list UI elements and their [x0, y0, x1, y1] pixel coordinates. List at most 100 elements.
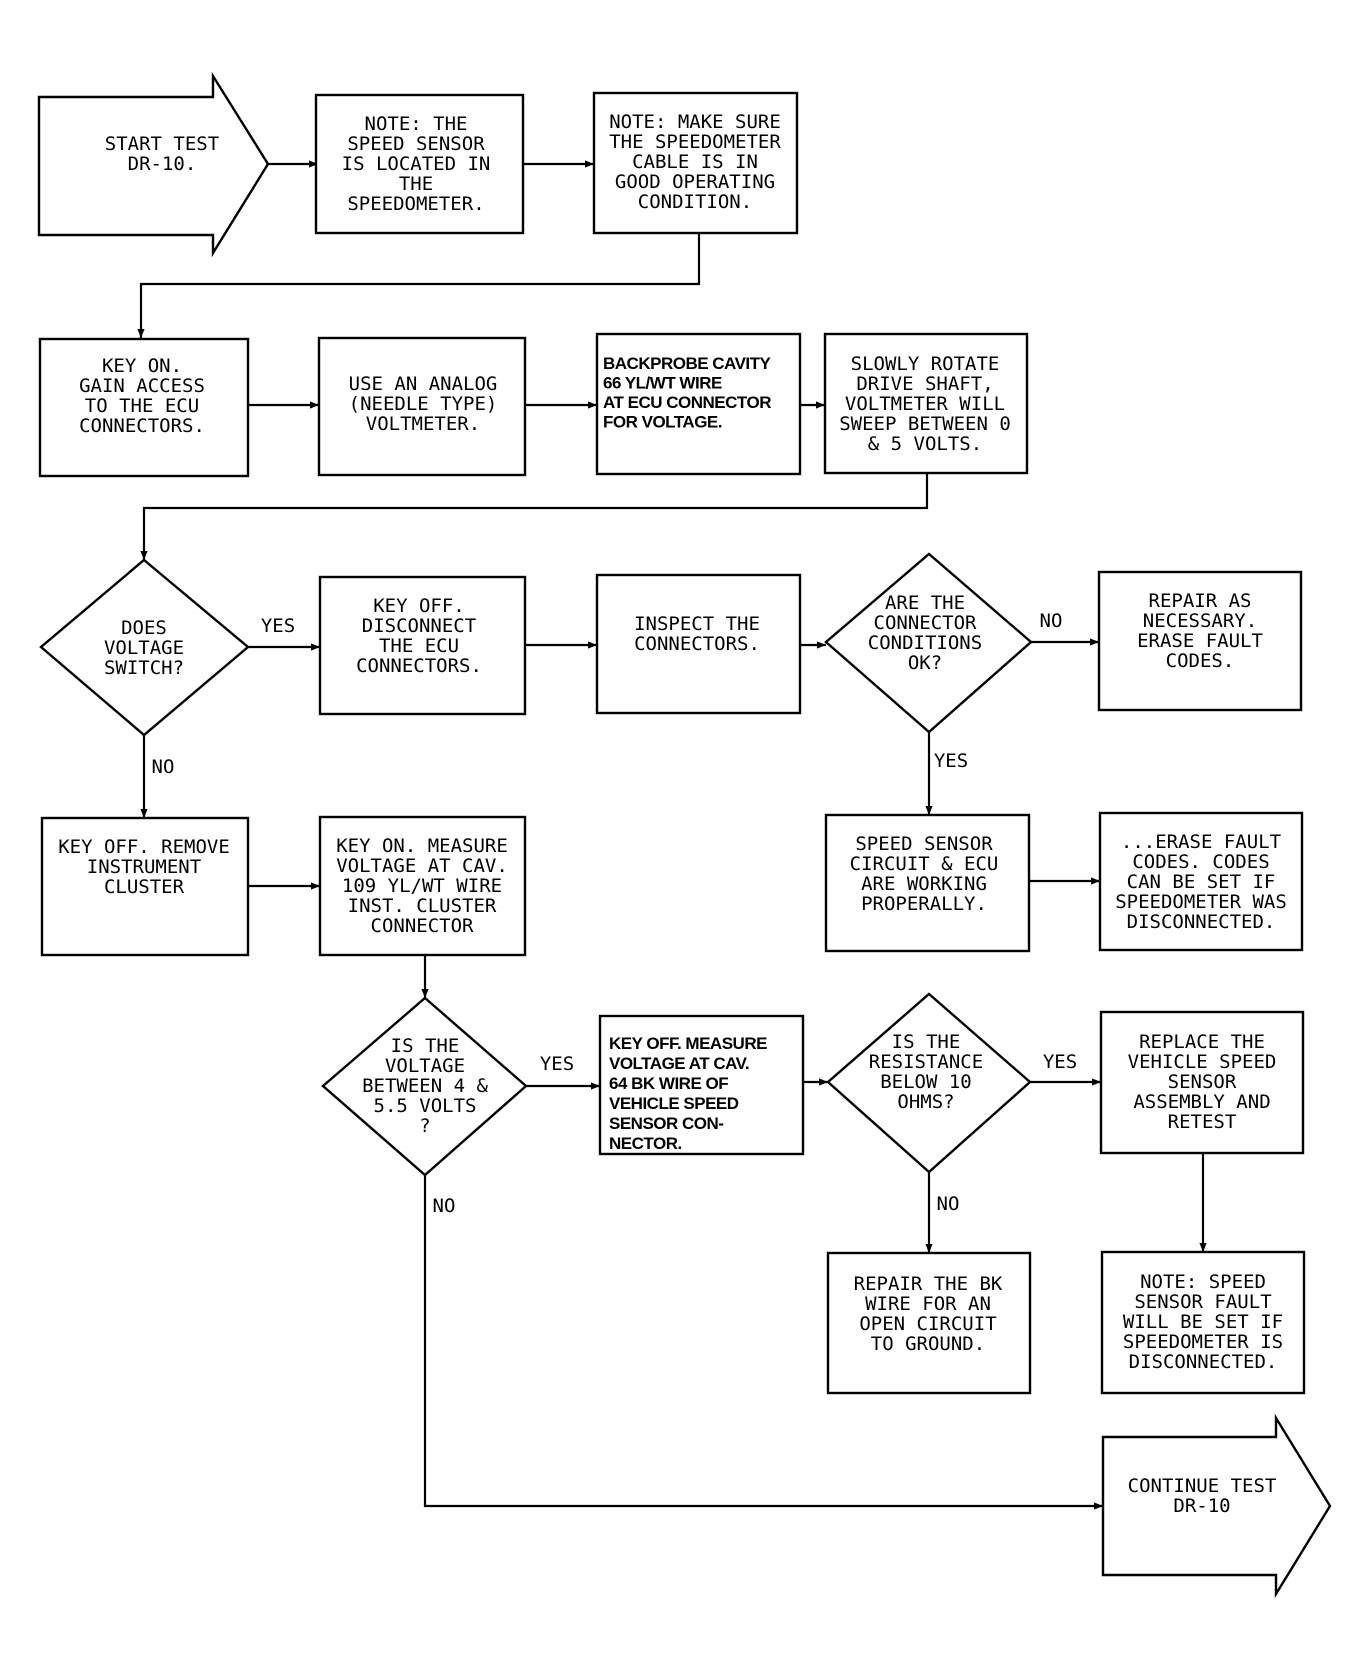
- node-line: BACKPROBE CAVITY: [603, 354, 772, 373]
- node-text-n4: USE AN ANALOG(NEEDLE TYPE)VOLTMETER.: [349, 373, 498, 435]
- node-line: IS THE: [892, 1031, 961, 1053]
- node-line: WILL BE SET IF: [1123, 1311, 1283, 1333]
- node-line: ERASE FAULT: [1137, 630, 1263, 652]
- node-line: VOLTAGE: [104, 637, 184, 659]
- node-line: OHMS?: [897, 1091, 954, 1113]
- node-line: AT ECU CONNECTOR: [603, 393, 771, 412]
- node-line: 64 BK WIRE OF: [609, 1074, 728, 1093]
- node-line: ARE WORKING: [861, 873, 987, 895]
- node-line: VOLTAGE AT CAV.: [336, 855, 508, 877]
- node-line: CIRCUIT & ECU: [850, 853, 999, 875]
- connector-lines: [137, 160, 1207, 1510]
- step-backprobe-cavity-66: [595, 332, 802, 476]
- node-line: NECESSARY.: [1143, 610, 1257, 632]
- edge-d3-end: [423, 1175, 1103, 1510]
- node-line: CONDITION.: [638, 191, 752, 213]
- node-line: ARE THE: [885, 592, 965, 614]
- node-line: DISCONNECTED.: [1127, 911, 1276, 933]
- node-line: CLUSTER: [104, 876, 185, 898]
- step-key-off-measure-cav-64: [598, 1014, 805, 1156]
- node-line: REPLACE THE: [1139, 1031, 1265, 1053]
- node-line: USE AN ANALOG: [349, 373, 498, 395]
- node-line: CAN BE SET IF: [1127, 871, 1276, 893]
- node-line: SWITCH?: [104, 657, 184, 679]
- node-line: WIRE FOR AN: [865, 1293, 991, 1315]
- node-line: VEHICLE SPEED: [609, 1094, 739, 1113]
- node-line: KEY OFF. REMOVE: [58, 836, 230, 858]
- node-line: BETWEEN 4 &: [362, 1075, 488, 1097]
- node-line: NOTE: MAKE SURE: [609, 111, 781, 133]
- node-line: NOTE: SPEED: [1140, 1271, 1266, 1293]
- node-line: DR-10.: [128, 153, 197, 175]
- step-replace-vehicle-speed-sensor: [1099, 1010, 1305, 1155]
- decision-voltage-switch: [39, 558, 250, 737]
- decision-resistance-below-10-ohms: [826, 992, 1032, 1174]
- decision-connector-conditions-ok: [824, 552, 1033, 734]
- start-arrow: [37, 71, 270, 258]
- step-note-speed-sensor-fault: [1100, 1250, 1306, 1395]
- node-line: THE SPEEDOMETER: [609, 131, 781, 153]
- node-line: CONNECTORS.: [79, 415, 205, 437]
- node-line: DRIVE SHAFT,: [856, 373, 993, 395]
- edge-label-d2-yes: YES: [934, 750, 968, 772]
- node-line: VEHICLE SPEED: [1128, 1051, 1277, 1073]
- node-line: TO GROUND.: [871, 1333, 985, 1355]
- node-line: PROPERALLY.: [861, 893, 987, 915]
- edge-n2-n3: [137, 233, 701, 338]
- node-line: VOLTMETER WILL: [845, 393, 1005, 415]
- node-line: CONNECTOR: [371, 915, 475, 937]
- node-line: TO THE ECU: [85, 395, 199, 417]
- node-line: BELOW 10: [880, 1071, 972, 1093]
- node-line: IS THE: [391, 1035, 460, 1057]
- step-repair-bk-wire: [826, 1251, 1032, 1395]
- node-line: CABLE IS IN: [632, 151, 758, 173]
- node-line: ASSEMBLY AND: [1133, 1091, 1270, 1113]
- node-line: DOES: [121, 617, 167, 639]
- node-line: & 5 VOLTS.: [868, 433, 982, 455]
- node-line: CODES.: [1166, 650, 1235, 672]
- node-line: SPEED SENSOR: [347, 133, 485, 155]
- node-line: KEY ON.: [102, 355, 182, 377]
- node-line: CONNECTORS.: [356, 655, 482, 677]
- step-key-off-disconnect-ecu: [318, 575, 527, 716]
- node-line: REPAIR THE BK: [854, 1273, 1003, 1295]
- node-line: (NEEDLE TYPE): [349, 393, 498, 415]
- node-line: IS LOCATED IN: [342, 153, 491, 175]
- node-line: INST. CLUSTER: [348, 895, 497, 917]
- node-line: CONNECTORS.: [634, 633, 760, 655]
- node-line: SPEEDOMETER WAS: [1115, 891, 1287, 913]
- node-line: CODES. CODES: [1132, 851, 1269, 873]
- node-line: SENSOR CON-: [609, 1114, 723, 1133]
- node-line: INSTRUMENT: [87, 856, 201, 878]
- node-line: NECTOR.: [609, 1134, 682, 1153]
- node-line: KEY ON. MEASURE: [336, 835, 508, 857]
- edge-n6-d1: [140, 473, 929, 560]
- node-line: OK?: [908, 652, 942, 674]
- edge-label-d3-yes: YES: [540, 1053, 574, 1075]
- step-repair-as-necessary: [1097, 570, 1303, 712]
- edge-label-d4-yes: YES: [1043, 1051, 1077, 1073]
- step-inspect-connectors: [595, 573, 802, 715]
- node-line: REPAIR AS: [1149, 590, 1252, 612]
- node-line: SPEED SENSOR: [855, 833, 993, 855]
- node-line: SPEEDOMETER IS: [1123, 1331, 1283, 1353]
- step-erase-fault-codes: [1098, 811, 1304, 952]
- node-line: THE ECU: [379, 635, 459, 657]
- node-line: THE: [399, 173, 433, 195]
- node-line: CONNECTOR: [874, 612, 978, 634]
- step-note-speed-sensor: [314, 93, 525, 235]
- node-line: RETEST: [1168, 1111, 1237, 1133]
- edge-label-d1-no: NO: [152, 756, 175, 778]
